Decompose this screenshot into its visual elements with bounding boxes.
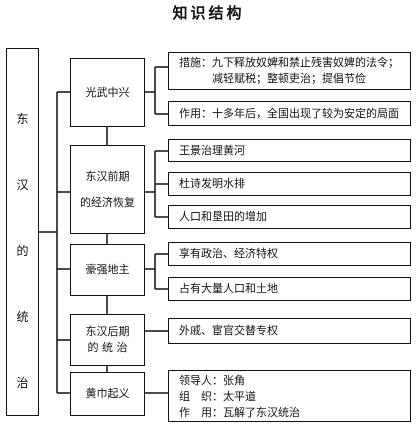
topic-box-powerful-landlords: 豪强地主 [70,244,145,296]
topic-label: 的经济恢复 [80,195,135,209]
detail-text: 作用：十多年后，全国出现了较为安定的局面 [179,106,399,120]
detail-text: 王景治理黄河 [179,143,245,157]
topic-label: 光武中兴 [85,85,130,99]
detail-box-du-shi: 杜诗发明水排 [168,172,411,196]
root-box-eastern-han-rule: 东 汉 的 统 治 [6,48,39,416]
detail-text: 领导人：张角 [179,374,245,387]
detail-box-effect: 作用：十多年后，全国出现了较为安定的局面 [168,101,411,126]
detail-box-wang-jing: 王景治理黄河 [168,139,411,162]
topic-box-late-rule: 东汉后期 的 统 治 [70,314,145,366]
detail-text: 享有政治、经济特权 [179,247,278,261]
topic-label: 豪强地主 [85,263,130,277]
root-char: 东 [16,112,29,126]
topic-box-yellow-turban-uprising: 黄巾起义 [70,372,145,416]
detail-text: 作 用：瓦解了东汉统治 [179,405,300,419]
page-title: 知识结构 [172,4,245,22]
detail-box-population-land: 人口和垦田的增加 [168,205,411,229]
topic-box-guangwu-revival: 光武中兴 [70,58,145,127]
detail-text: 减轻赋税；整顿吏治；提倡节俭 [212,71,366,85]
detail-box-uprising-facts: 领导人：张角 组 织：太平道 作 用：瓦解了东汉统治 [168,370,411,422]
detail-box-population-holdings: 占有大量人口和土地 [168,277,411,301]
root-char: 统 [16,310,29,324]
topic-label: 东汉前期 [85,170,130,184]
detail-box-privileges: 享有政治、经济特权 [168,242,411,266]
root-char: 的 [16,244,29,258]
detail-text: 外戚、宦官交替专权 [179,324,278,338]
detail-text: 杜诗发明水排 [179,177,245,191]
detail-text: 占有大量人口和土地 [179,282,278,296]
topic-label: 黄巾起义 [85,387,130,401]
root-char: 治 [16,376,29,390]
detail-box-measures: 措施：九下释放奴婢和禁止残害奴婢的法令； 减轻赋税；整顿吏治；提倡节俭 [168,52,411,90]
topic-label: 东汉后期 [85,325,130,339]
detail-text: 措施：九下释放奴婢和禁止残害奴婢的法令； [179,56,399,69]
detail-text: 组 织：太平道 [179,389,256,403]
topic-label: 的 统 治 [87,341,128,354]
topic-box-early-economic-recovery: 东汉前期 的经济恢复 [70,145,145,234]
detail-box-consorts-eunuchs: 外戚、宦官交替专权 [168,318,411,344]
detail-text: 人口和垦田的增加 [179,210,267,224]
root-char: 汉 [16,178,29,192]
